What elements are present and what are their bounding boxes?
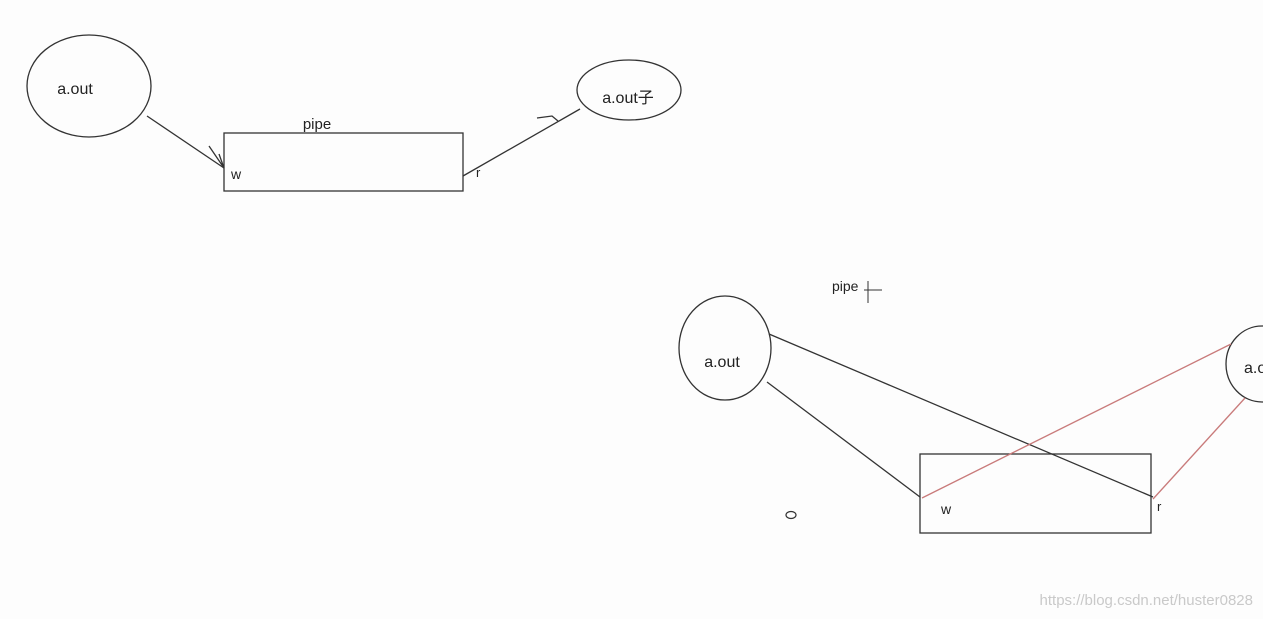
top-child-process-label: a.out子 — [602, 89, 654, 107]
top-parent-process-label: a.out — [57, 81, 93, 98]
bottom-read-end-label: r — [1157, 499, 1162, 514]
watermark-url: https://blog.csdn.net/huster0828 — [1039, 592, 1253, 609]
bottom-child-to-read-line — [1152, 397, 1246, 500]
top-pipe-box — [223, 132, 464, 192]
bottom-parent-process-label: a.out — [704, 354, 740, 371]
top-write-arrowhead — [208, 145, 225, 169]
bottom-child-to-write-line — [921, 343, 1232, 499]
bottom-parent-to-write-line — [766, 381, 921, 498]
top-parent-to-write-line — [146, 115, 225, 169]
top-read-arrowhead — [536, 115, 559, 122]
top-read-end-label: r — [476, 165, 481, 180]
top-parent-process-ellipse — [26, 34, 152, 138]
top-pipe-label: pipe — [303, 116, 331, 133]
bottom-child-process-label: a.o — [1244, 360, 1263, 377]
bottom-pipe-box — [919, 453, 1152, 534]
bottom-parent-process-ellipse — [678, 295, 772, 401]
stray-small-circle — [785, 510, 797, 520]
bottom-parent-to-read-line — [768, 333, 1154, 498]
top-write-end-label: w — [230, 166, 242, 182]
bottom-child-process-ellipse — [1225, 325, 1263, 403]
bottom-diagram: pipe a.out a.o w r — [678, 278, 1263, 534]
bottom-write-end-label: w — [940, 501, 952, 517]
top-diagram: a.out a.out子 pipe w r — [26, 34, 682, 192]
bottom-pipe-label: pipe — [832, 278, 859, 294]
top-child-process-ellipse — [576, 59, 682, 121]
top-read-to-child-line — [462, 108, 581, 177]
